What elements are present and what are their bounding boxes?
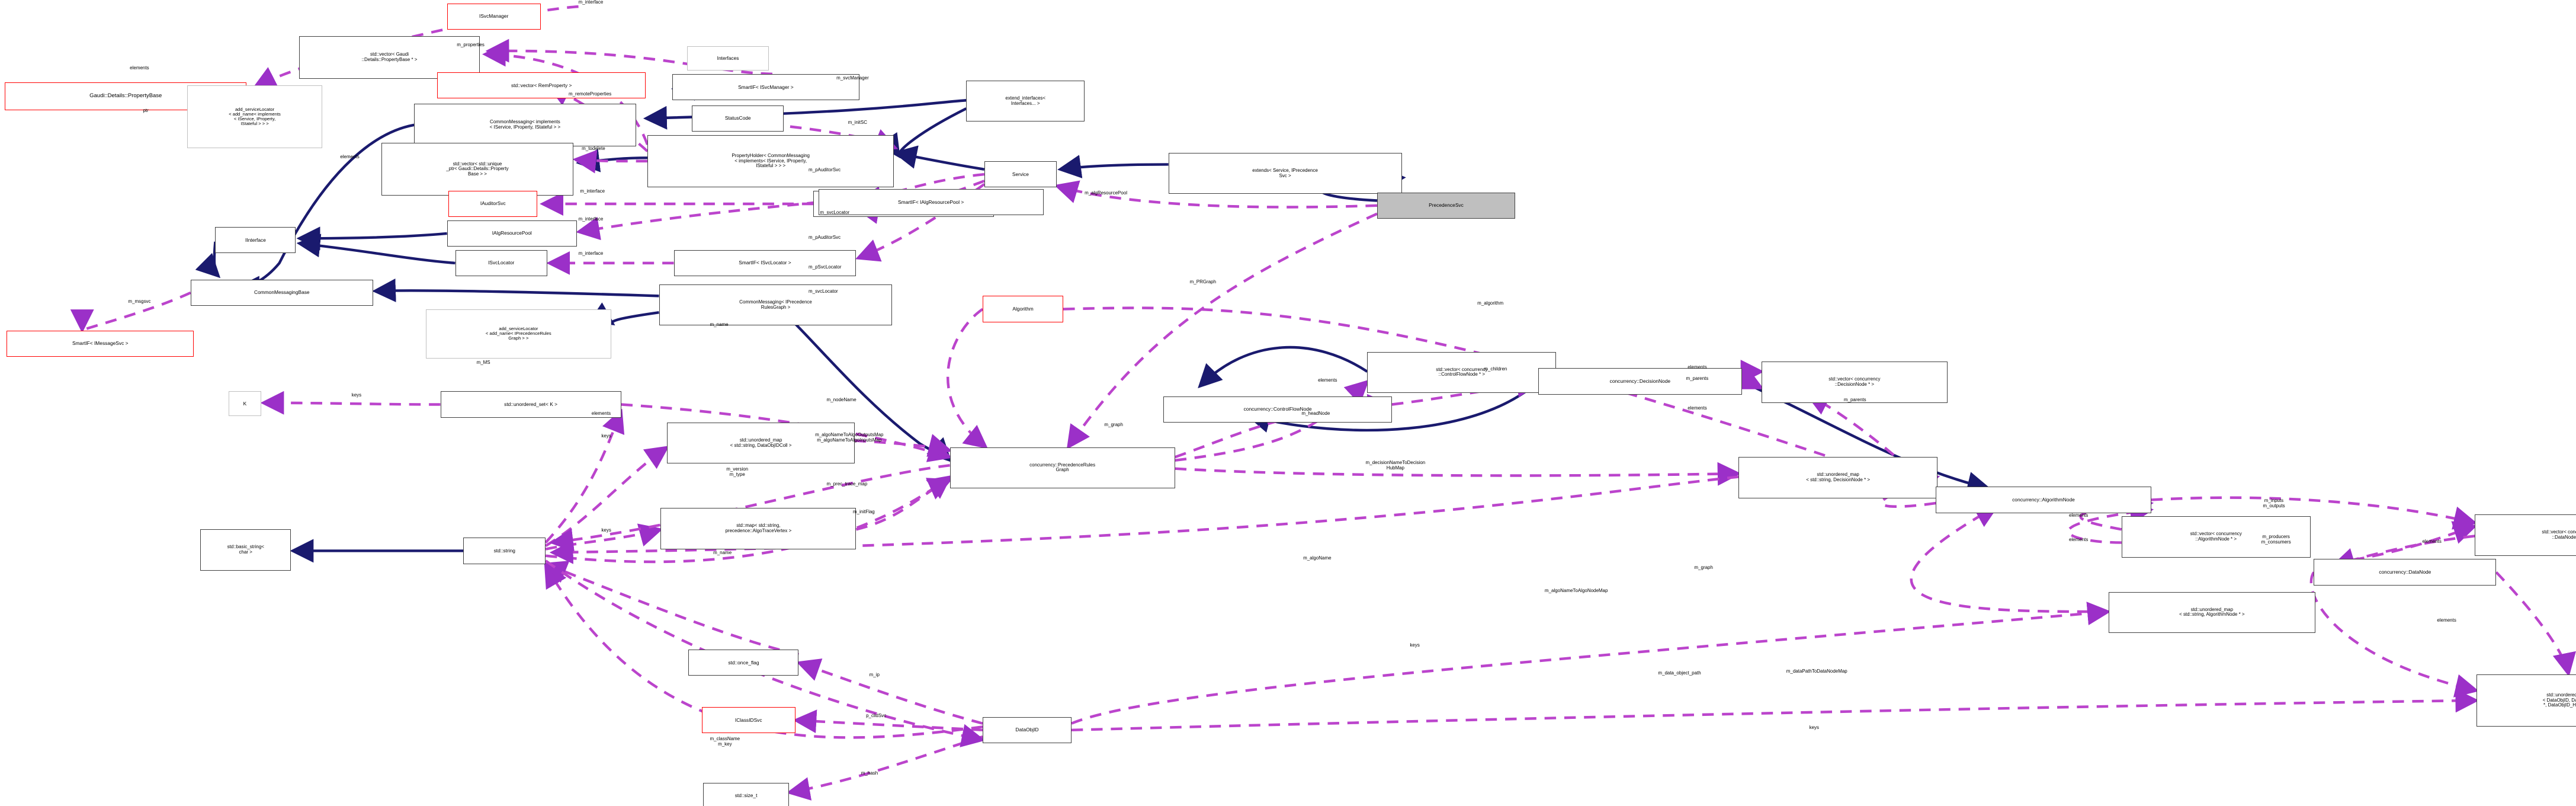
class-node-controlflownode[interactable]: concurrency::ControlFlowNode — [1163, 396, 1392, 423]
edge-label-m_algResourcePool: m_algResourcePool — [1085, 190, 1127, 196]
edge-label-elements_algnode2: elements — [2068, 537, 2089, 543]
edge-label-m_interface_svcloc: m_interface — [578, 251, 604, 257]
edge-label-m_interface_isvcmanager: m_interface — [578, 0, 604, 5]
class-node-iauditorsvc[interactable]: IAuditorSvc — [448, 190, 538, 218]
edge-label-m_msgsvc: m_msgsvc — [128, 298, 151, 304]
class-node-isvcmanager[interactable]: ISvcManager — [447, 3, 541, 30]
edge-label-m_nodeName: m_nodeName — [826, 397, 856, 403]
edge-label-m_hash: m_hash — [861, 770, 878, 776]
edge-label-m_dataPathToDataNodeMap: m_dataPathToDataNodeMap — [1786, 669, 1847, 674]
edge-label-m_algorithm: m_algorithm — [1477, 300, 1504, 306]
edge-label-m_pAuditorSvc_2: m_pAuditorSvc — [809, 234, 841, 240]
class-node-isvclocator[interactable]: ISvcLocator — [455, 250, 547, 277]
class-node-smartif_isvcmanager[interactable]: SmartIF< ISvcManager > — [672, 73, 859, 101]
edge-label-m_decisionNameToDecisionHubMap: m_decisionNameToDecision HubMap — [1365, 459, 1426, 471]
edge-label-keys_dataobjidcoll: keys — [601, 433, 611, 439]
class-node-datanode[interactable]: concurrency::DataNode — [2314, 559, 2497, 586]
class-node-smartif_isvclocator[interactable]: SmartIF< ISvcLocator > — [673, 250, 856, 277]
class-node-interfaces[interactable]: Interfaces — [686, 46, 769, 71]
edge-label-keys_dataobjid: keys — [1809, 724, 1820, 730]
class-node-unordered_map_string_algorithmnode[interactable]: std::unordered_map < std::string, Algori… — [2108, 591, 2316, 634]
class-node-commonmessagingbase[interactable]: CommonMessagingBase — [190, 279, 373, 306]
class-node-vec_unique_ptr_propertybase[interactable]: std::vector< std::unique _ptr< Gaudi::De… — [381, 143, 574, 196]
class-node-vec_algorithmnode_ptr[interactable]: std::vector< concurrency ::AlgorithmNode… — [2121, 516, 2311, 558]
edge-label-m_version_type: m_version m_type — [726, 466, 749, 477]
edge-label-m_graph_2: m_graph — [1694, 565, 1713, 571]
class-node-iclassidsvc[interactable]: IClassIDSvc — [701, 706, 795, 734]
class-node-unordered_set_k[interactable]: std::unordered_set< K > — [440, 391, 621, 418]
edge-label-m_inputs_outputs: m_inputs m_outputs — [2263, 497, 2285, 508]
edge-label-m_prec_trace_map: m_prec_trace_map — [826, 481, 868, 487]
class-node-precedencerulesgraph[interactable]: concurrency::PrecedenceRules Graph — [949, 447, 1175, 488]
edge-label-keys_k: keys — [351, 392, 362, 398]
class-node-algorithmnode[interactable]: concurrency::AlgorithmNode — [1936, 487, 2151, 513]
edge-label-elements_propertybase: elements — [130, 65, 149, 71]
class-node-extend_interfaces[interactable]: extend_interfaces< Interfaces... > — [966, 80, 1085, 122]
class-node-unordered_map_string_decisionnode[interactable]: std::unordered_map < std::string, Decisi… — [1738, 457, 1937, 498]
edge-label-m_className_key: m_className m_key — [710, 735, 740, 747]
edge-label-elements_cfn: elements — [1318, 378, 1337, 383]
edge-label-m_data_object_path: m_data_object_path — [1658, 670, 1701, 676]
class-node-dataobjid[interactable]: DataObjID — [983, 717, 1072, 743]
class-node-map_string_algotracevertex[interactable]: std::map< std::string, precedence::AlgoT… — [660, 508, 856, 549]
class-node-unordered_map_dataobjid_datanode[interactable]: std::unordered_map < DataObjID, DataNode… — [2476, 674, 2576, 727]
class-node-std_size_t[interactable]: std::size_t — [703, 782, 789, 806]
class-node-k_type[interactable]: K — [228, 391, 262, 416]
class-node-add_servicelocator_iservice[interactable]: add_serviceLocator < add_name< implement… — [187, 85, 322, 148]
edge-label-m_PRGraph: m_PRGraph — [1189, 279, 1217, 284]
edge-label-elements_algnode: elements — [2068, 512, 2089, 518]
class-node-statuscode[interactable]: StatusCode — [692, 105, 784, 132]
class-node-unordered_map_string_dataobjidcoll[interactable]: std::unordered_map < std::string, DataOb… — [667, 423, 855, 464]
class-node-commonmessaging_implements[interactable]: CommonMessaging< implements < IService, … — [414, 103, 636, 146]
class-node-propertyholder[interactable]: PropertyHolder< CommonMessaging < implem… — [647, 135, 894, 188]
edge-label-m_initSC: m_initSC — [848, 119, 867, 125]
class-node-std_string[interactable]: std::string — [463, 538, 546, 564]
edge-label-elements_datanode: elements — [2422, 539, 2442, 544]
class-node-precedencesvc[interactable]: PrecedenceSvc — [1377, 192, 1515, 219]
edge-label-elements_unique_ptr: elements — [340, 153, 360, 159]
class-node-extends_service_iprecedence[interactable]: extends< Service, IPrecedence Svc > — [1168, 153, 1402, 194]
class-node-service[interactable]: Service — [984, 161, 1057, 188]
class-node-vec_controlflownode_ptr[interactable]: std::vector< concurrency ::ControlFlowNo… — [1367, 351, 1557, 394]
class-node-add_servicelocator_iprecedence[interactable]: add_serviceLocator < add_name< IPreceden… — [425, 309, 612, 359]
edge-label-m_name_trace: m_name — [713, 550, 732, 556]
edge-label-m_MS: m_MS — [476, 359, 490, 365]
edge-label-elements_dec2: elements — [1688, 405, 1707, 411]
edge-label-m_algoNameToAlgoNodeMap: m_algoNameToAlgoNodeMap — [1544, 588, 1608, 594]
edge-label-m_todelete: m_todelete — [582, 145, 605, 151]
class-node-commonmessaging_iprecedence[interactable]: CommonMessaging< IPrecedence RulesGraph … — [659, 284, 893, 326]
class-node-vec_propertybase_ptr[interactable]: std::vector< Gaudi ::Details::PropertyBa… — [299, 36, 480, 79]
edge-label-elements_dataobjid_map: elements — [2437, 618, 2456, 623]
edge-label-m_interface_algres: m_interface — [578, 216, 604, 222]
edge-label-keys_map_trace: keys — [601, 527, 611, 533]
edge-label-m_graph_1: m_graph — [1104, 422, 1123, 428]
class-node-decisionnode[interactable]: concurrency::DecisionNode — [1538, 368, 1742, 395]
class-node-algorithm[interactable]: Algorithm — [983, 296, 1064, 322]
class-node-std_once_flag[interactable]: std::once_flag — [688, 649, 799, 676]
edge-label-p_clidSvc: p_clidSvc — [866, 713, 887, 719]
edge-label-m_ip: m_ip — [869, 671, 880, 677]
edge-label-keys_algnode_map: keys — [1410, 642, 1420, 648]
class-node-vec_decisionnode_ptr[interactable]: std::vector< concurrency ::DecisionNode … — [1762, 362, 1948, 403]
class-node-basic_string_char[interactable]: std::basic_string< char > — [200, 529, 291, 571]
edge-label-m_algoName: m_algoName — [1303, 555, 1332, 561]
class-node-vec_remproperty[interactable]: std::vector< RemProperty > — [437, 72, 646, 99]
class-node-smartif_imessagesvc[interactable]: SmartIF< IMessageSvc > — [7, 330, 194, 357]
class-node-iinterface[interactable]: IInterface — [215, 226, 296, 254]
class-node-ialgresourcepool[interactable]: IAlgResourcePool — [447, 220, 577, 247]
edge-label-m_interface_auditor: m_interface — [580, 188, 605, 194]
class-node-vec_datanode_ptr[interactable]: std::vector< concurrency ::DataNode * > — [2475, 514, 2576, 556]
class-node-smartif_ialgresourcepool[interactable]: SmartIF< IAlgResourcePool > — [818, 189, 1044, 216]
